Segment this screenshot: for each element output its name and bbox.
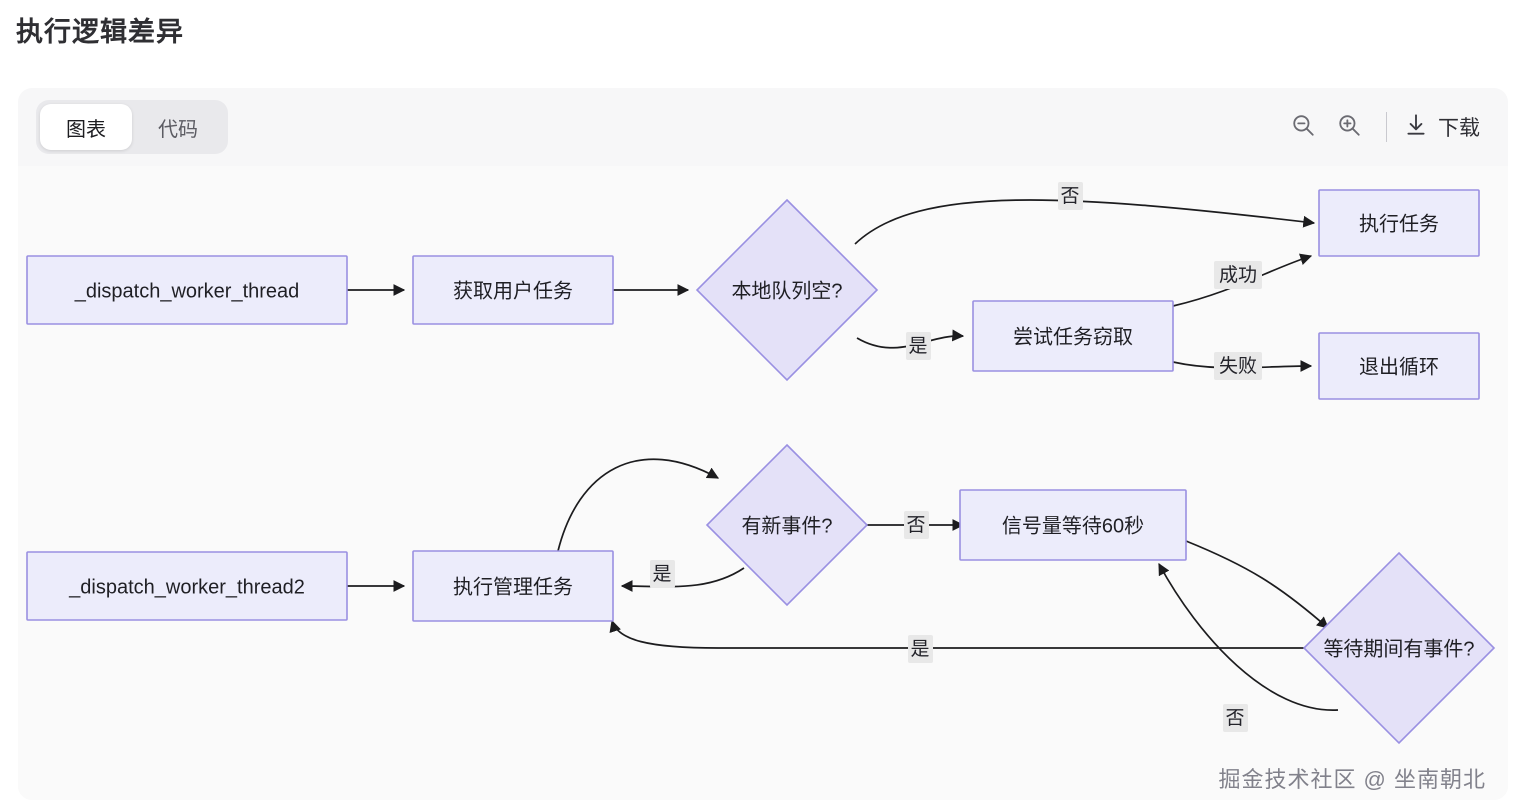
zoom-out-icon (1290, 112, 1316, 143)
diagram-card: 图表 代码 (18, 88, 1508, 800)
svg-text:是: 是 (908, 336, 927, 357)
edge-label-success: 成功 (1214, 261, 1262, 289)
node-label: 本地队列空? (731, 279, 842, 302)
edge-label-no-2: 否 (904, 511, 929, 539)
flowchart-svg: 否 是 成功 失败 _dispatch_worker_thread (26, 182, 1496, 745)
node-execute-management-task[interactable]: 执行管理任务 (412, 550, 614, 622)
node-exit-loop[interactable]: 退出循环 (1318, 332, 1480, 400)
flow-dispatch-worker-thread2: 是 否 是 否 _dispatch_worker_thread2 (26, 443, 1496, 745)
edge-m5-m4-no (1158, 562, 1339, 711)
edge-m3-m2-yes (620, 567, 745, 592)
node-execute-task[interactable]: 执行任务 (1318, 189, 1480, 257)
flow-dispatch-worker-thread: 否 是 成功 失败 _dispatch_worker_thread (26, 182, 1480, 400)
node-dispatch-worker-thread2[interactable]: _dispatch_worker_thread2 (26, 551, 348, 621)
node-label: 信号量等待60秒 (1002, 514, 1144, 537)
edge-n3-n4-no (854, 199, 1316, 245)
svg-text:是: 是 (652, 564, 671, 585)
node-has-new-event[interactable]: 有新事件? (705, 443, 869, 607)
node-label: _dispatch_worker_thread (74, 280, 300, 302)
node-label: 执行任务 (1359, 212, 1439, 235)
diagram-canvas[interactable]: 否 是 成功 失败 _dispatch_worker_thread (18, 166, 1508, 800)
svg-text:成功: 成功 (1219, 264, 1257, 286)
node-label: 有新事件? (741, 514, 832, 537)
tab-code[interactable]: 代码 (158, 118, 198, 141)
edge-label-no-3: 否 (1223, 704, 1248, 732)
zoom-in-button[interactable] (1326, 104, 1372, 150)
svg-text:否: 否 (906, 515, 925, 536)
node-local-queue-empty[interactable]: 本地队列空? (695, 198, 879, 382)
node-label: 执行管理任务 (453, 575, 573, 598)
node-label: 尝试任务窃取 (1013, 325, 1133, 348)
edge-label-fail: 失败 (1214, 352, 1262, 380)
node-dispatch-worker-thread[interactable]: _dispatch_worker_thread (26, 255, 348, 325)
svg-text:是: 是 (910, 639, 929, 660)
node-get-user-task[interactable]: 获取用户任务 (412, 255, 614, 325)
toolbar-actions: 下载 (1280, 102, 1486, 152)
watermark: 掘金技术社区 @ 坐南朝北 (1218, 767, 1486, 792)
node-semaphore-wait[interactable]: 信号量等待60秒 (959, 489, 1187, 561)
download-button[interactable]: 下载 (1401, 112, 1486, 143)
zoom-in-icon (1336, 112, 1362, 143)
edge-label-yes-2: 是 (650, 560, 675, 588)
zoom-out-button[interactable] (1280, 104, 1326, 150)
node-label: 等待期间有事件? (1323, 637, 1474, 660)
node-label: _dispatch_worker_thread2 (68, 576, 305, 598)
edge-m4-m5 (1185, 540, 1329, 629)
edge-m2-m3 (557, 458, 720, 552)
svg-text:失败: 失败 (1219, 355, 1257, 377)
node-try-work-stealing[interactable]: 尝试任务窃取 (972, 300, 1174, 372)
edge-label-yes-1: 是 (906, 332, 931, 360)
node-label: 获取用户任务 (453, 279, 573, 302)
download-icon (1403, 112, 1429, 143)
node-event-during-wait[interactable]: 等待期间有事件? (1302, 551, 1496, 745)
tab-group: 图表 代码 (36, 100, 228, 154)
card-toolbar: 图表 代码 (18, 88, 1508, 166)
edge-label-yes-3: 是 (908, 635, 933, 663)
svg-text:否: 否 (1060, 186, 1079, 207)
node-label: 退出循环 (1359, 355, 1439, 378)
edge-m5-m2-yes (609, 619, 1304, 649)
download-label: 下载 (1438, 117, 1480, 140)
toolbar-divider (1386, 112, 1387, 142)
page-title: 执行逻辑差异 (16, 17, 184, 47)
edge-label-no-1: 否 (1058, 182, 1083, 210)
svg-text:否: 否 (1225, 708, 1244, 729)
tab-chart[interactable]: 图表 (40, 104, 132, 150)
